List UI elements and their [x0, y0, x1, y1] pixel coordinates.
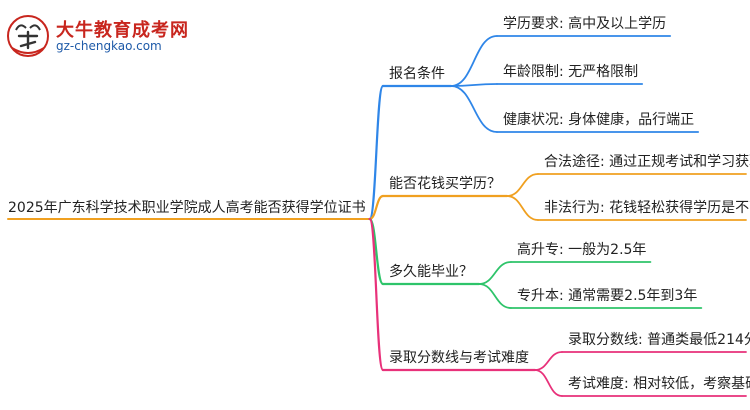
leaf-link-2-1 [478, 283, 512, 309]
leaf-admission-score: 录取分数线: 普通类最低214分 [568, 332, 750, 348]
leaf-education-requirement: 学历要求: 高中及以上学历 [503, 15, 666, 32]
leaf-exam-difficulty: 考试难度: 相对较低，考察基础知识 [568, 375, 750, 392]
leaf-link-0-0 [450, 35, 498, 87]
leaf-health-status: 健康状况: 身体健康，品行端正 [503, 111, 694, 128]
branch-label-graduation-time: 多久能毕业？ [389, 263, 473, 280]
branch-buy-degree: 能否花钱买学历？ 合法途径: 通过正规考试和学习获取学历 非法行为: 花钱轻松获… [389, 153, 750, 216]
branch-label-score-difficulty: 录取分数线与考试难度 [389, 350, 529, 366]
leaf-age-limit: 年龄限制: 无严格限制 [503, 64, 638, 80]
logo-site-url: gz-chengkao.com [56, 39, 162, 53]
branch-score-difficulty: 录取分数线与考试难度 录取分数线: 普通类最低214分 考试难度: 相对较低，考… [389, 332, 750, 392]
leaf-link-3-1 [534, 369, 563, 397]
root-topic: 2025年广东科学技术职业学院成人高考能否获得学位证书 [8, 199, 366, 216]
leaf-junior-to-bachelor: 专升本: 通常需要2.5年到3年 [517, 288, 697, 304]
mindmap-links [7, 35, 747, 397]
leaf-link-3-0 [534, 351, 563, 371]
leaf-link-1-1 [506, 195, 539, 221]
leaf-link-2-0 [478, 261, 512, 285]
leaf-legal-way: 合法途径: 通过正规考试和学习获取学历 [544, 153, 750, 170]
leaf-link-1-0 [506, 173, 539, 197]
branch-graduation-time: 多久能毕业？ 高升专: 一般为2.5年 专升本: 通常需要2.5年到3年 [389, 241, 697, 304]
branch-link-0 [368, 84, 385, 221]
branch-link-3 [368, 217, 385, 372]
bull-logo-icon [7, 15, 49, 57]
logo-site-name: 大牛教育成考网 [56, 20, 189, 41]
leaf-illegal-behavior: 非法行为: 花钱轻松获得学历是不可靠的 [544, 199, 750, 216]
leaf-high-to-junior: 高升专: 一般为2.5年 [517, 241, 646, 258]
leaf-link-0-2 [450, 85, 498, 133]
branch-label-buy-degree: 能否花钱买学历？ [389, 176, 501, 192]
branch-link-1 [368, 194, 385, 221]
branch-registration: 报名条件 学历要求: 高中及以上学历 年龄限制: 无严格限制 健康状况: 身体健… [389, 15, 694, 128]
site-logo[interactable]: 大牛教育成考网 gz-chengkao.com [6, 14, 196, 57]
branch-label-registration: 报名条件 [389, 65, 445, 82]
